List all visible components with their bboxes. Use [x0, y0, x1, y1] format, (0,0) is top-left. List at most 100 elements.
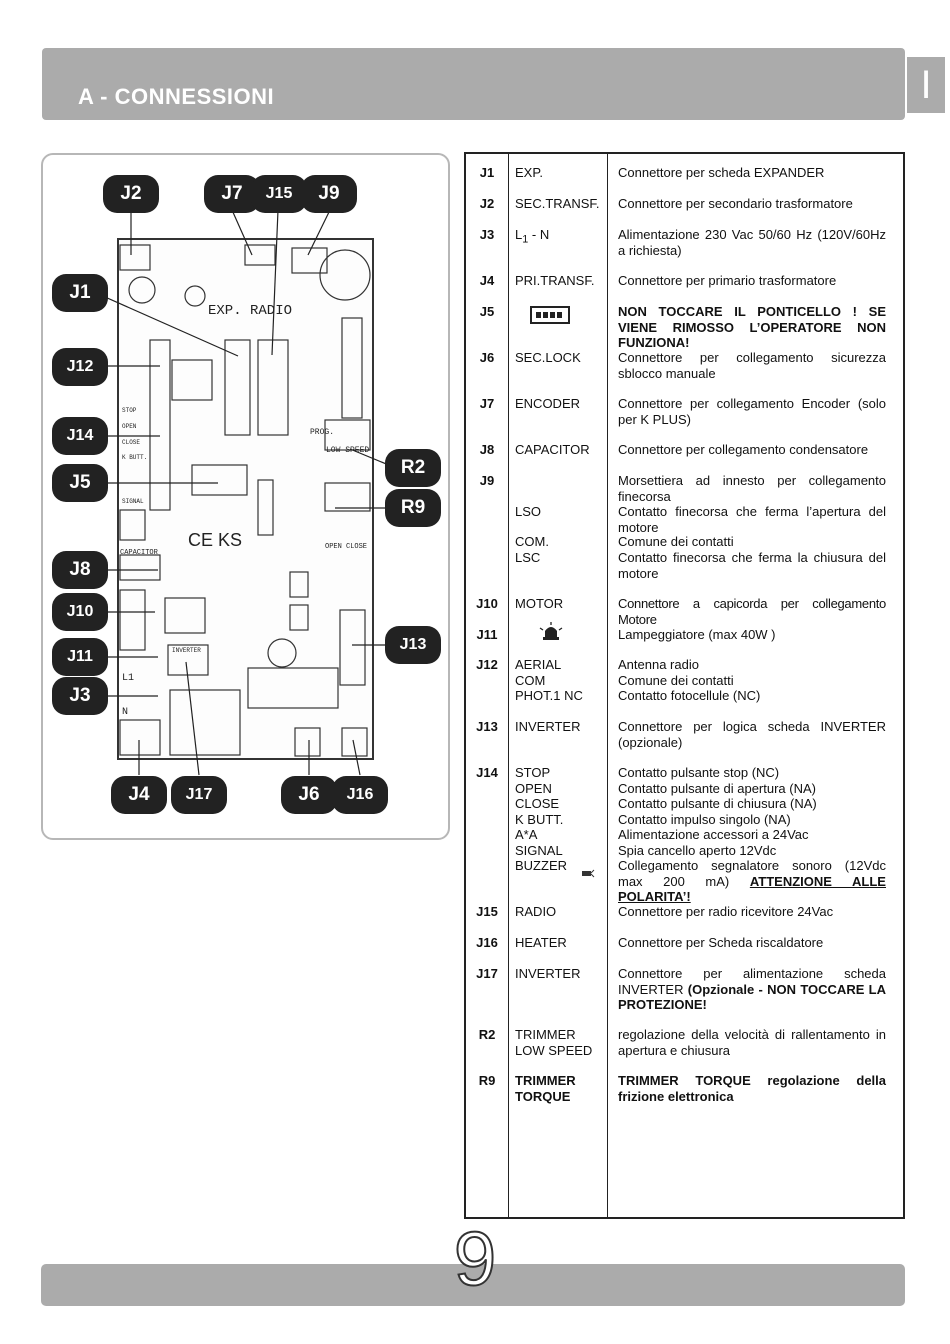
callout-j11: J11 — [52, 638, 108, 676]
table-divider — [508, 152, 509, 1217]
row-name-line: LOW SPEED — [515, 1042, 593, 1058]
row-code: J14 — [476, 765, 498, 780]
row-description: Connettore per logica scheda INVERTER (o… — [618, 719, 886, 750]
row-description: Comune dei contatti — [618, 534, 734, 549]
svg-text:INVERTER: INVERTER — [172, 647, 201, 654]
row-name: SEC.TRANSF. — [515, 196, 600, 211]
callout-j15: J15 — [251, 175, 307, 213]
row-name-line: CLOSE — [515, 796, 560, 811]
callout-j10: J10 — [52, 593, 108, 631]
row-description-line: Contatto fotocellule (NC) — [618, 688, 761, 703]
row-description-line: Contatto pulsante di chiusura (NA) — [618, 796, 817, 811]
row-name-line: BUZZER — [515, 858, 567, 873]
row-name: CAPACITOR — [515, 442, 590, 457]
row-code: J6 — [479, 350, 495, 365]
row-name-line: TRIMMER — [515, 1073, 576, 1088]
callout-j2: J2 — [103, 175, 159, 213]
row-name-line: TRIMMER — [515, 1027, 576, 1042]
callout-j12: J12 — [52, 348, 108, 386]
row-name: HEATER — [515, 935, 567, 950]
row-name-line: SIGNAL — [515, 842, 563, 858]
row-description: Connettore per primario trasformatore — [618, 273, 837, 288]
svg-text:CAPACITOR: CAPACITOR — [120, 549, 159, 557]
callout-j6: J6 — [281, 776, 337, 814]
row-name-line: STOP — [515, 765, 551, 780]
callout-j7: J7 — [204, 175, 260, 213]
row-description-line: Comune dei contatti — [618, 672, 734, 688]
row-name: PRI.TRANSF. — [515, 273, 595, 288]
row-description-plain: Connettore per alimentazione scheda INVE… — [618, 966, 886, 997]
row-name-line: A*A — [515, 827, 538, 842]
row-description: Connettore per scheda EXPANDER — [618, 165, 825, 180]
svg-text:SIGNAL: SIGNAL — [122, 498, 144, 505]
row-description: Connettore per collegamento Encoder (sol… — [618, 396, 886, 427]
row-name: LSO — [515, 504, 542, 519]
row-description: TRIMMER TORQUE regolazione della frizion… — [618, 1073, 886, 1104]
callout-j8: J8 — [52, 551, 108, 589]
callout-j16: J16 — [332, 776, 388, 814]
row-description-bold: (Opzionale - NON TOCCARE LA PROTEZIONE! — [618, 981, 886, 1013]
row-description: Connettore a capicorda per collegamento … — [618, 596, 886, 627]
row-name: LSC — [515, 550, 541, 565]
row-code: J5 — [479, 304, 495, 319]
callout-j9: J9 — [301, 175, 357, 213]
svg-text:OPEN CLOSE: OPEN CLOSE — [325, 543, 367, 551]
row-code: J17 — [476, 966, 498, 981]
callout-j1: J1 — [52, 274, 108, 312]
row-description-line: Collegamento segnalatore sonoro (12Vdc m… — [618, 858, 886, 905]
row-name: COM. — [515, 534, 549, 549]
row-name: TRIMMER TORQUE — [515, 1073, 605, 1104]
row-name-line: TORQUE — [515, 1088, 571, 1104]
row-name: L1 - N — [515, 227, 605, 248]
row-description: Morsettiera ad innesto per collegamento … — [618, 473, 886, 504]
row-description: Contatto finecorsa che ferma la chiusura… — [618, 550, 886, 581]
row-name-sub: 1 — [522, 233, 529, 246]
row-code: J15 — [476, 904, 498, 919]
row-code: J10 — [476, 596, 498, 611]
row-code: R9 — [478, 1073, 496, 1088]
svg-text:OPEN: OPEN — [122, 423, 137, 430]
callout-j3: J3 — [52, 677, 108, 715]
row-name: STOP OPEN CLOSE K BUTT. A*A SIGNAL BUZZE… — [515, 765, 605, 874]
callout-j17: J17 — [171, 776, 227, 814]
row-name: EXP. — [515, 165, 543, 180]
row-description: Connettore per collegamento condensatore — [618, 442, 869, 457]
row-name: TRIMMER LOW SPEED — [515, 1027, 605, 1058]
row-description-line: Contatto impulso singolo (NA) — [618, 811, 791, 827]
svg-text:N: N — [122, 707, 128, 718]
row-name: MOTOR — [515, 596, 564, 611]
row-description-line: Alimentazione accessori a 24Vac — [618, 827, 809, 842]
row-name-line: OPEN — [515, 780, 552, 796]
row-name: INVERTER — [515, 966, 581, 981]
svg-text:PROG.: PROG. — [310, 428, 334, 437]
row-name-rest: - N — [528, 227, 550, 242]
callout-j5: J5 — [52, 464, 108, 502]
footer-bar — [41, 1264, 905, 1306]
row-name: INVERTER — [515, 719, 581, 734]
svg-text:L1: L1 — [122, 673, 134, 684]
svg-text:EXP. RADIO: EXP. RADIO — [208, 303, 292, 319]
row-name-line: K BUTT. — [515, 811, 564, 827]
row-code: J4 — [479, 273, 495, 288]
row-name: RADIO — [515, 904, 557, 919]
row-description: Connettore per collegamento sicurezza sb… — [618, 350, 886, 381]
row-name-line: PHOT.1 NC — [515, 688, 583, 703]
callout-j4: J4 — [111, 776, 167, 814]
page-number: 9 — [453, 1216, 497, 1303]
row-description: Contatto pulsante stop (NC) Contatto pul… — [618, 765, 886, 905]
callout-j14: J14 — [52, 417, 108, 455]
buzzer-description: Collegamento segnalatore sonoro (12Vdc m… — [618, 858, 886, 889]
row-description-line: Antenna radio — [618, 657, 699, 672]
row-name-line: AERIAL — [515, 657, 562, 672]
row-name-line: COM — [515, 672, 546, 688]
table-divider — [607, 152, 608, 1217]
row-name: ENCODER — [515, 396, 581, 411]
row-name: AERIAL COM PHOT.1 NC — [515, 657, 605, 704]
lamp-icon — [538, 622, 628, 644]
row-code: J8 — [479, 442, 495, 457]
polarity-warning: ATTENZIONE ALLE POLARITA’! — [618, 873, 886, 905]
row-description: Lampeggiatore (max 40W ) — [618, 627, 776, 642]
svg-text:STOP: STOP — [122, 407, 137, 414]
svg-text:CE KS: CE KS — [188, 530, 242, 550]
row-description: regolazione della velocità di rallentame… — [618, 1027, 886, 1058]
